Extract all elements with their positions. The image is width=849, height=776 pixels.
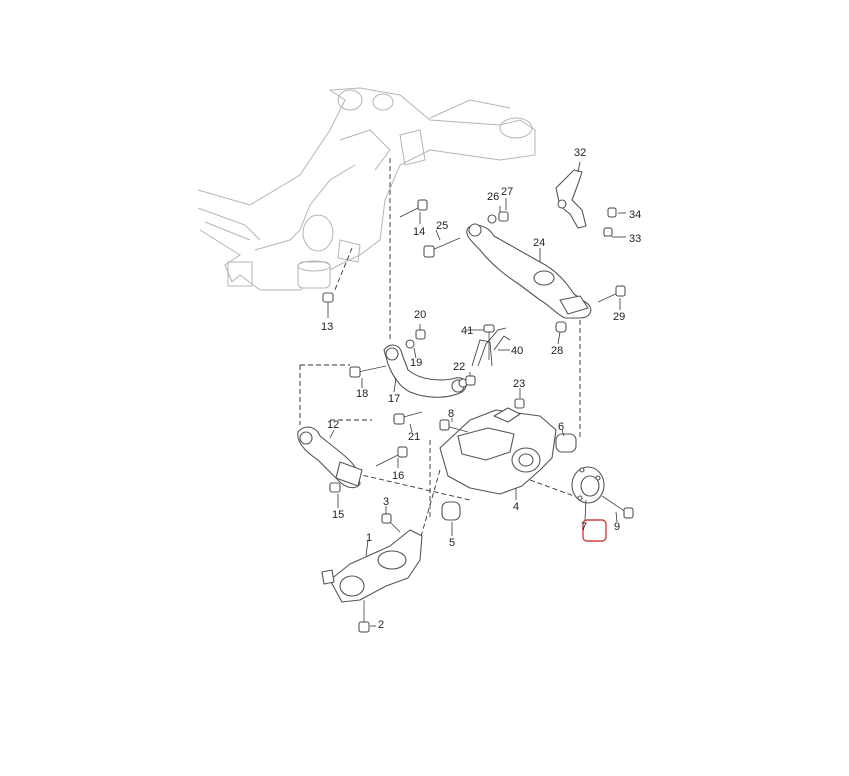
- callout-12: 12: [327, 419, 339, 431]
- callout-25: 25: [436, 220, 448, 232]
- callout-7: 7: [581, 521, 587, 533]
- level-sensor-32: [555, 169, 587, 229]
- callout-2: 2: [378, 619, 384, 631]
- callout-1: 1: [366, 532, 372, 544]
- callout-40: 40: [511, 345, 523, 357]
- callout-28: 28: [551, 345, 563, 357]
- callout-27: 27: [501, 186, 513, 198]
- callout-6: 6: [558, 421, 564, 433]
- callout-22: 22: [453, 361, 465, 373]
- callout-26: 26: [487, 191, 499, 203]
- bushings: [322, 211, 577, 521]
- callout-13: 13: [321, 321, 333, 333]
- callout-23: 23: [513, 378, 525, 390]
- callout-32: 32: [574, 147, 586, 159]
- callout-24: 24: [533, 237, 545, 249]
- callout-41: 41: [461, 325, 473, 337]
- lower-control-arm-1: [321, 529, 423, 603]
- callout-34: 34: [629, 209, 641, 221]
- callout-4: 4: [513, 501, 519, 513]
- callout-9: 9: [614, 521, 620, 533]
- callout-21: 21: [408, 431, 420, 443]
- callout-29: 29: [613, 311, 625, 323]
- callout-33: 33: [629, 233, 641, 245]
- callout-17: 17: [388, 393, 400, 405]
- callout-5: 5: [449, 537, 455, 549]
- rear-subframe: [197, 87, 536, 291]
- callout-14: 14: [413, 226, 425, 238]
- callout-16: 16: [392, 470, 404, 482]
- toe-link-12: [297, 426, 363, 489]
- upper-control-arm-24: [466, 223, 592, 319]
- callout-labels: 1 2 3 4 5 6 7 8 9 12 13 14 15 16 17 18 1…: [321, 147, 641, 631]
- callout-15: 15: [332, 509, 344, 521]
- part-7-highlight-box: [582, 519, 607, 542]
- bolts: [349, 199, 634, 633]
- callout-8: 8: [448, 408, 454, 420]
- callout-18: 18: [356, 388, 368, 400]
- sensor-cable-40: [471, 327, 511, 367]
- wheel-carrier-4: [439, 407, 557, 495]
- wheel-hub-7: [571, 466, 605, 504]
- leader-lines: [327, 161, 626, 627]
- callout-19: 19: [410, 357, 422, 369]
- callout-3: 3: [383, 496, 389, 508]
- callout-20: 20: [414, 309, 426, 321]
